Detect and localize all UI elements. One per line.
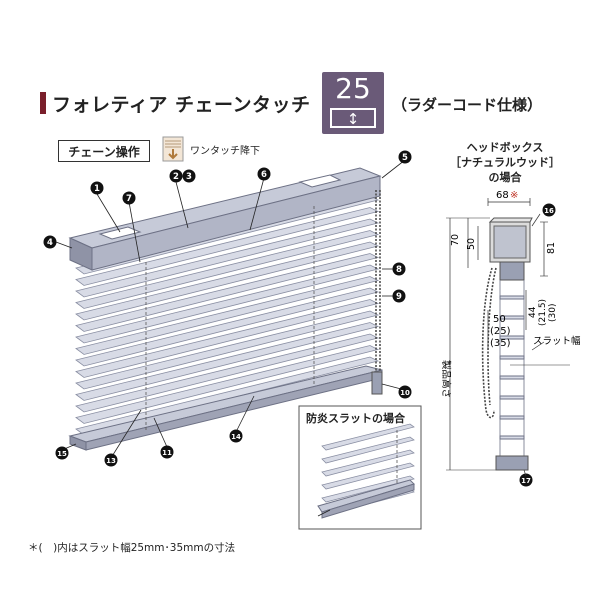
callout-6: 6 bbox=[257, 167, 271, 181]
svg-text:17: 17 bbox=[521, 477, 531, 485]
footnote: ＊( )内はスラット幅25mm･35mmの寸法 bbox=[28, 542, 236, 554]
callout-10: 10 bbox=[398, 385, 412, 399]
callout-11: 11 bbox=[160, 445, 174, 459]
callout-1: 1 bbox=[90, 181, 104, 195]
dim-product-height: 製品高さ bbox=[440, 360, 452, 398]
slat bbox=[75, 230, 380, 309]
operation-mode-label: ワンタッチ降下 bbox=[190, 146, 260, 157]
svg-text:8: 8 bbox=[396, 265, 402, 275]
subtitle: （ラダーコード仕様） bbox=[392, 96, 543, 114]
dim-44: 44 bbox=[528, 306, 538, 318]
svg-text:6: 6 bbox=[261, 170, 267, 180]
callout-17: 17 bbox=[519, 473, 533, 487]
bottom-rail bbox=[68, 365, 383, 451]
svg-text:10: 10 bbox=[400, 389, 410, 397]
headrail bbox=[68, 167, 382, 271]
svg-text:4: 4 bbox=[47, 238, 53, 248]
fireproof-slat bbox=[321, 462, 415, 490]
callout-9: 9 bbox=[392, 289, 406, 303]
slat bbox=[75, 253, 380, 332]
fireproof-slat bbox=[321, 423, 415, 451]
dim-30: (30) bbox=[548, 304, 558, 322]
slat bbox=[75, 264, 380, 344]
up-down-arrow-icon: ↕ bbox=[330, 108, 376, 128]
svg-text:11: 11 bbox=[162, 449, 172, 457]
one-touch-lower-icon bbox=[162, 136, 184, 162]
callout-14: 14 bbox=[229, 429, 243, 443]
dim-35-slat: (35) bbox=[490, 338, 511, 349]
svg-text:15: 15 bbox=[57, 450, 67, 458]
operation-chain bbox=[371, 190, 383, 395]
svg-text:14: 14 bbox=[231, 433, 241, 441]
callout-3: 3 bbox=[182, 169, 196, 183]
slat bbox=[75, 218, 380, 298]
headbox-caption: ヘッドボックス ［ナチュラルウッド］ の場合 bbox=[440, 140, 570, 185]
slat-width-badge bbox=[322, 72, 384, 134]
slat bbox=[75, 310, 380, 390]
fireproof-slat bbox=[321, 449, 415, 477]
headbox-caption-line1: ヘッドボックス bbox=[466, 141, 544, 154]
slat bbox=[75, 322, 380, 401]
svg-text:16: 16 bbox=[544, 207, 554, 215]
dim-slat-width: スラット幅 bbox=[533, 335, 581, 347]
callout-group: 1234567891011131415161715 bbox=[43, 150, 556, 523]
dim-50-slat: 50 bbox=[493, 314, 506, 325]
dim-width: 68 bbox=[496, 190, 509, 201]
page-title: フォレティア チェーンタッチ bbox=[52, 94, 311, 116]
callout-7: 7 bbox=[122, 191, 136, 205]
slat bbox=[75, 276, 380, 355]
title-accent-bar bbox=[40, 92, 46, 114]
slat bbox=[75, 345, 380, 424]
headbox-caption-line2: ［ナチュラルウッド］ bbox=[450, 156, 560, 169]
slat bbox=[75, 287, 380, 367]
dim-81: 81 bbox=[546, 242, 557, 254]
svg-text:13: 13 bbox=[106, 457, 116, 465]
callout-15: 15 bbox=[55, 446, 69, 460]
svg-text:3: 3 bbox=[186, 172, 192, 182]
dim-50-head: 50 bbox=[466, 238, 477, 250]
callout-4: 4 bbox=[43, 235, 57, 249]
dim-70: 70 bbox=[450, 234, 461, 246]
slat bbox=[75, 207, 380, 286]
fireproof-slat bbox=[321, 436, 415, 464]
headbox-section bbox=[446, 198, 570, 477]
slat bbox=[75, 333, 380, 413]
callout-5: 5 bbox=[398, 150, 412, 164]
dim-width-mark: ※ bbox=[510, 190, 518, 201]
callout-13: 13 bbox=[104, 453, 118, 467]
dim-21-5: (21.5) bbox=[538, 299, 548, 326]
svg-text:5: 5 bbox=[402, 153, 408, 163]
slat bbox=[75, 299, 380, 378]
headbox-caption-line3: の場合 bbox=[488, 171, 522, 184]
callout-8: 8 bbox=[392, 262, 406, 276]
operation-type-label: チェーン操作 bbox=[58, 140, 150, 162]
svg-text:2: 2 bbox=[173, 172, 179, 182]
fireproof-slat-title: 防炎スラットの場合 bbox=[306, 412, 405, 425]
callout-2: 2 bbox=[169, 169, 183, 183]
fireproof-slat bbox=[321, 475, 415, 503]
slat bbox=[75, 241, 380, 321]
dim-25-slat: (25) bbox=[490, 326, 511, 337]
fireproof-inset bbox=[298, 405, 422, 530]
svg-text:9: 9 bbox=[396, 292, 402, 302]
callout-16: 16 bbox=[542, 203, 556, 217]
slat-width-number: 25 bbox=[335, 72, 371, 105]
svg-text:1: 1 bbox=[94, 184, 100, 194]
svg-text:7: 7 bbox=[126, 194, 132, 204]
